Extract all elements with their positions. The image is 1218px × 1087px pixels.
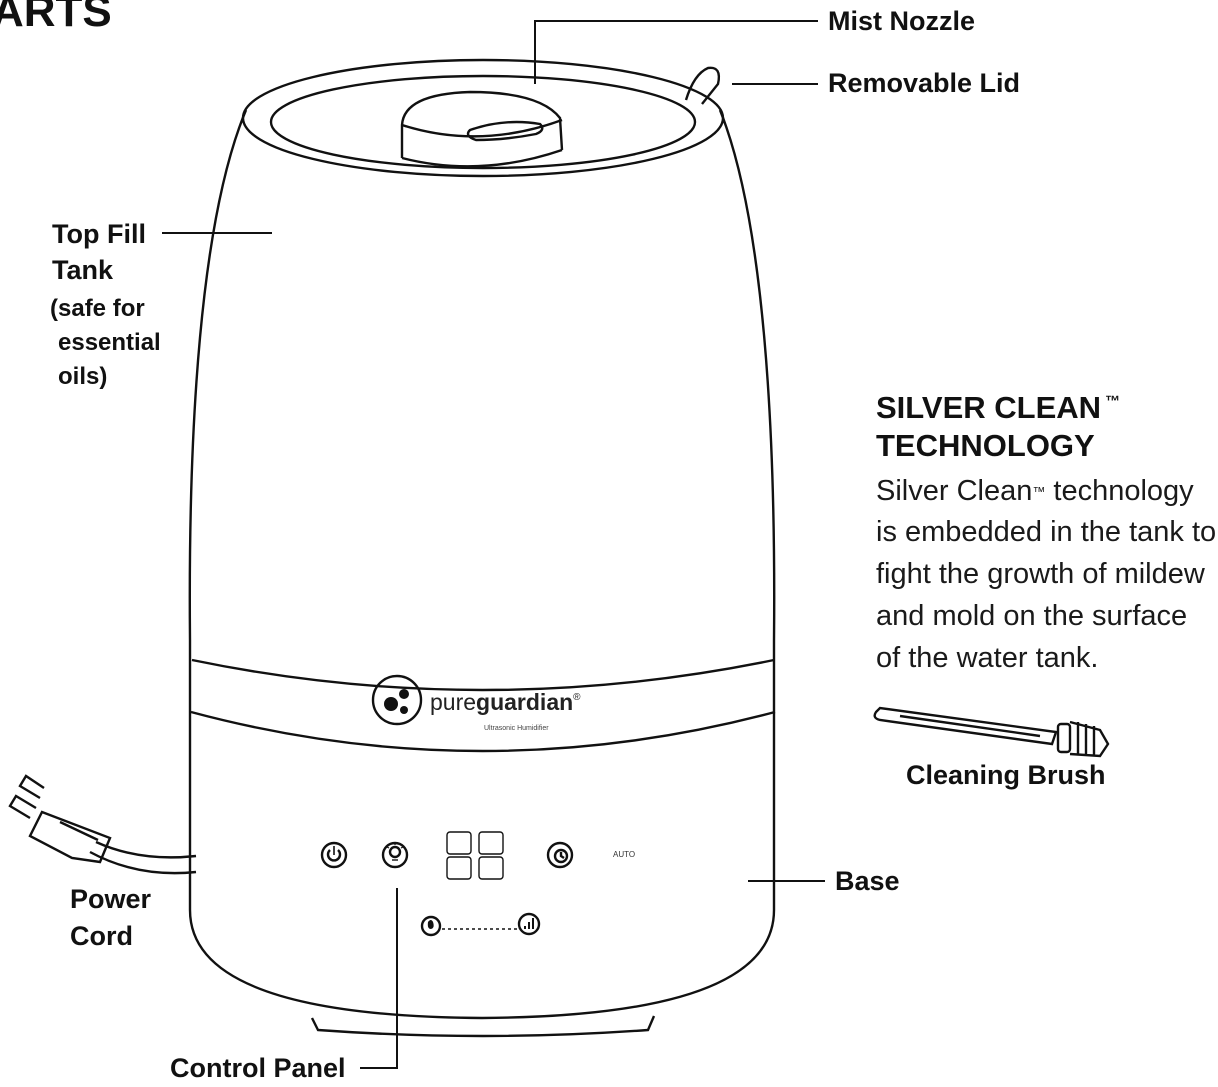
power-icon — [326, 846, 342, 862]
power-cord — [8, 774, 197, 875]
removable-lid-label: Removable Lid — [828, 68, 1020, 98]
brand-name: pureguardian® — [430, 689, 581, 715]
silver-clean-body-line5: of the water tank. — [876, 642, 1098, 674]
base-foot — [310, 1015, 656, 1038]
control-panel-label: Control Panel — [170, 1053, 346, 1083]
base-label: Base — [835, 866, 900, 896]
mist-level-slider[interactable] — [420, 912, 541, 937]
display-digit-1 — [446, 831, 472, 880]
mist-nozzle — [400, 90, 564, 168]
silver-clean-body-line2: is embedded in the tank to — [876, 516, 1216, 548]
auto-indicator: AUTO — [613, 850, 635, 859]
brand-subtitle: Ultrasonic Humidifier — [484, 725, 549, 732]
mist-nozzle-label: Mist Nozzle — [828, 6, 975, 36]
base-band-line — [190, 710, 776, 753]
silver-clean-body-line4: and mold on the surface — [876, 600, 1187, 632]
tank-outline — [188, 109, 776, 1020]
light-bulb-icon — [386, 843, 404, 861]
section-heading: ARTS — [0, 0, 112, 36]
silver-clean-title-line2: TECHNOLOGY — [876, 428, 1095, 463]
tank-note-line3: oils) — [58, 363, 107, 390]
tank-rim-outer — [241, 58, 725, 178]
top-fill-label-line2: Tank — [52, 255, 114, 285]
signal-bars-icon — [524, 918, 534, 929]
silver-clean-body-line3: fight the growth of mildew — [876, 558, 1206, 590]
lid-handle — [684, 66, 721, 105]
power-cord-label-line1: Power — [70, 884, 152, 914]
digital-display: 88 — [446, 831, 504, 880]
timer-icon — [553, 848, 569, 864]
mist-nozzle-leader — [534, 20, 818, 84]
top-fill-label-line1: Top Fill — [52, 219, 146, 249]
water-drop-icon — [427, 920, 434, 929]
cleaning-brush — [873, 706, 1110, 758]
brush-icon — [873, 706, 1110, 758]
tank-note-line2: essential — [58, 329, 161, 356]
brand-logo: pureguardian® Ultrasonic Humidifier — [371, 674, 581, 732]
control-panel-leader — [360, 888, 398, 1069]
power-button[interactable] — [320, 841, 348, 869]
silver-clean-body-line1: Silver Clean™ technology — [876, 475, 1194, 507]
tank-base-seam — [191, 658, 775, 692]
light-button[interactable] — [381, 841, 409, 869]
timer-button[interactable] — [546, 841, 574, 869]
plug-icon — [8, 774, 112, 864]
lid-ring — [269, 74, 697, 170]
tank-note-line1: (safe for — [50, 295, 145, 322]
humidifier-body: pureguardian® Ultrasonic Humidifier — [188, 58, 776, 1038]
power-cord-label-line2: Cord — [70, 921, 133, 951]
cleaning-brush-label: Cleaning Brush — [906, 760, 1106, 790]
display-digit-2 — [478, 831, 504, 880]
